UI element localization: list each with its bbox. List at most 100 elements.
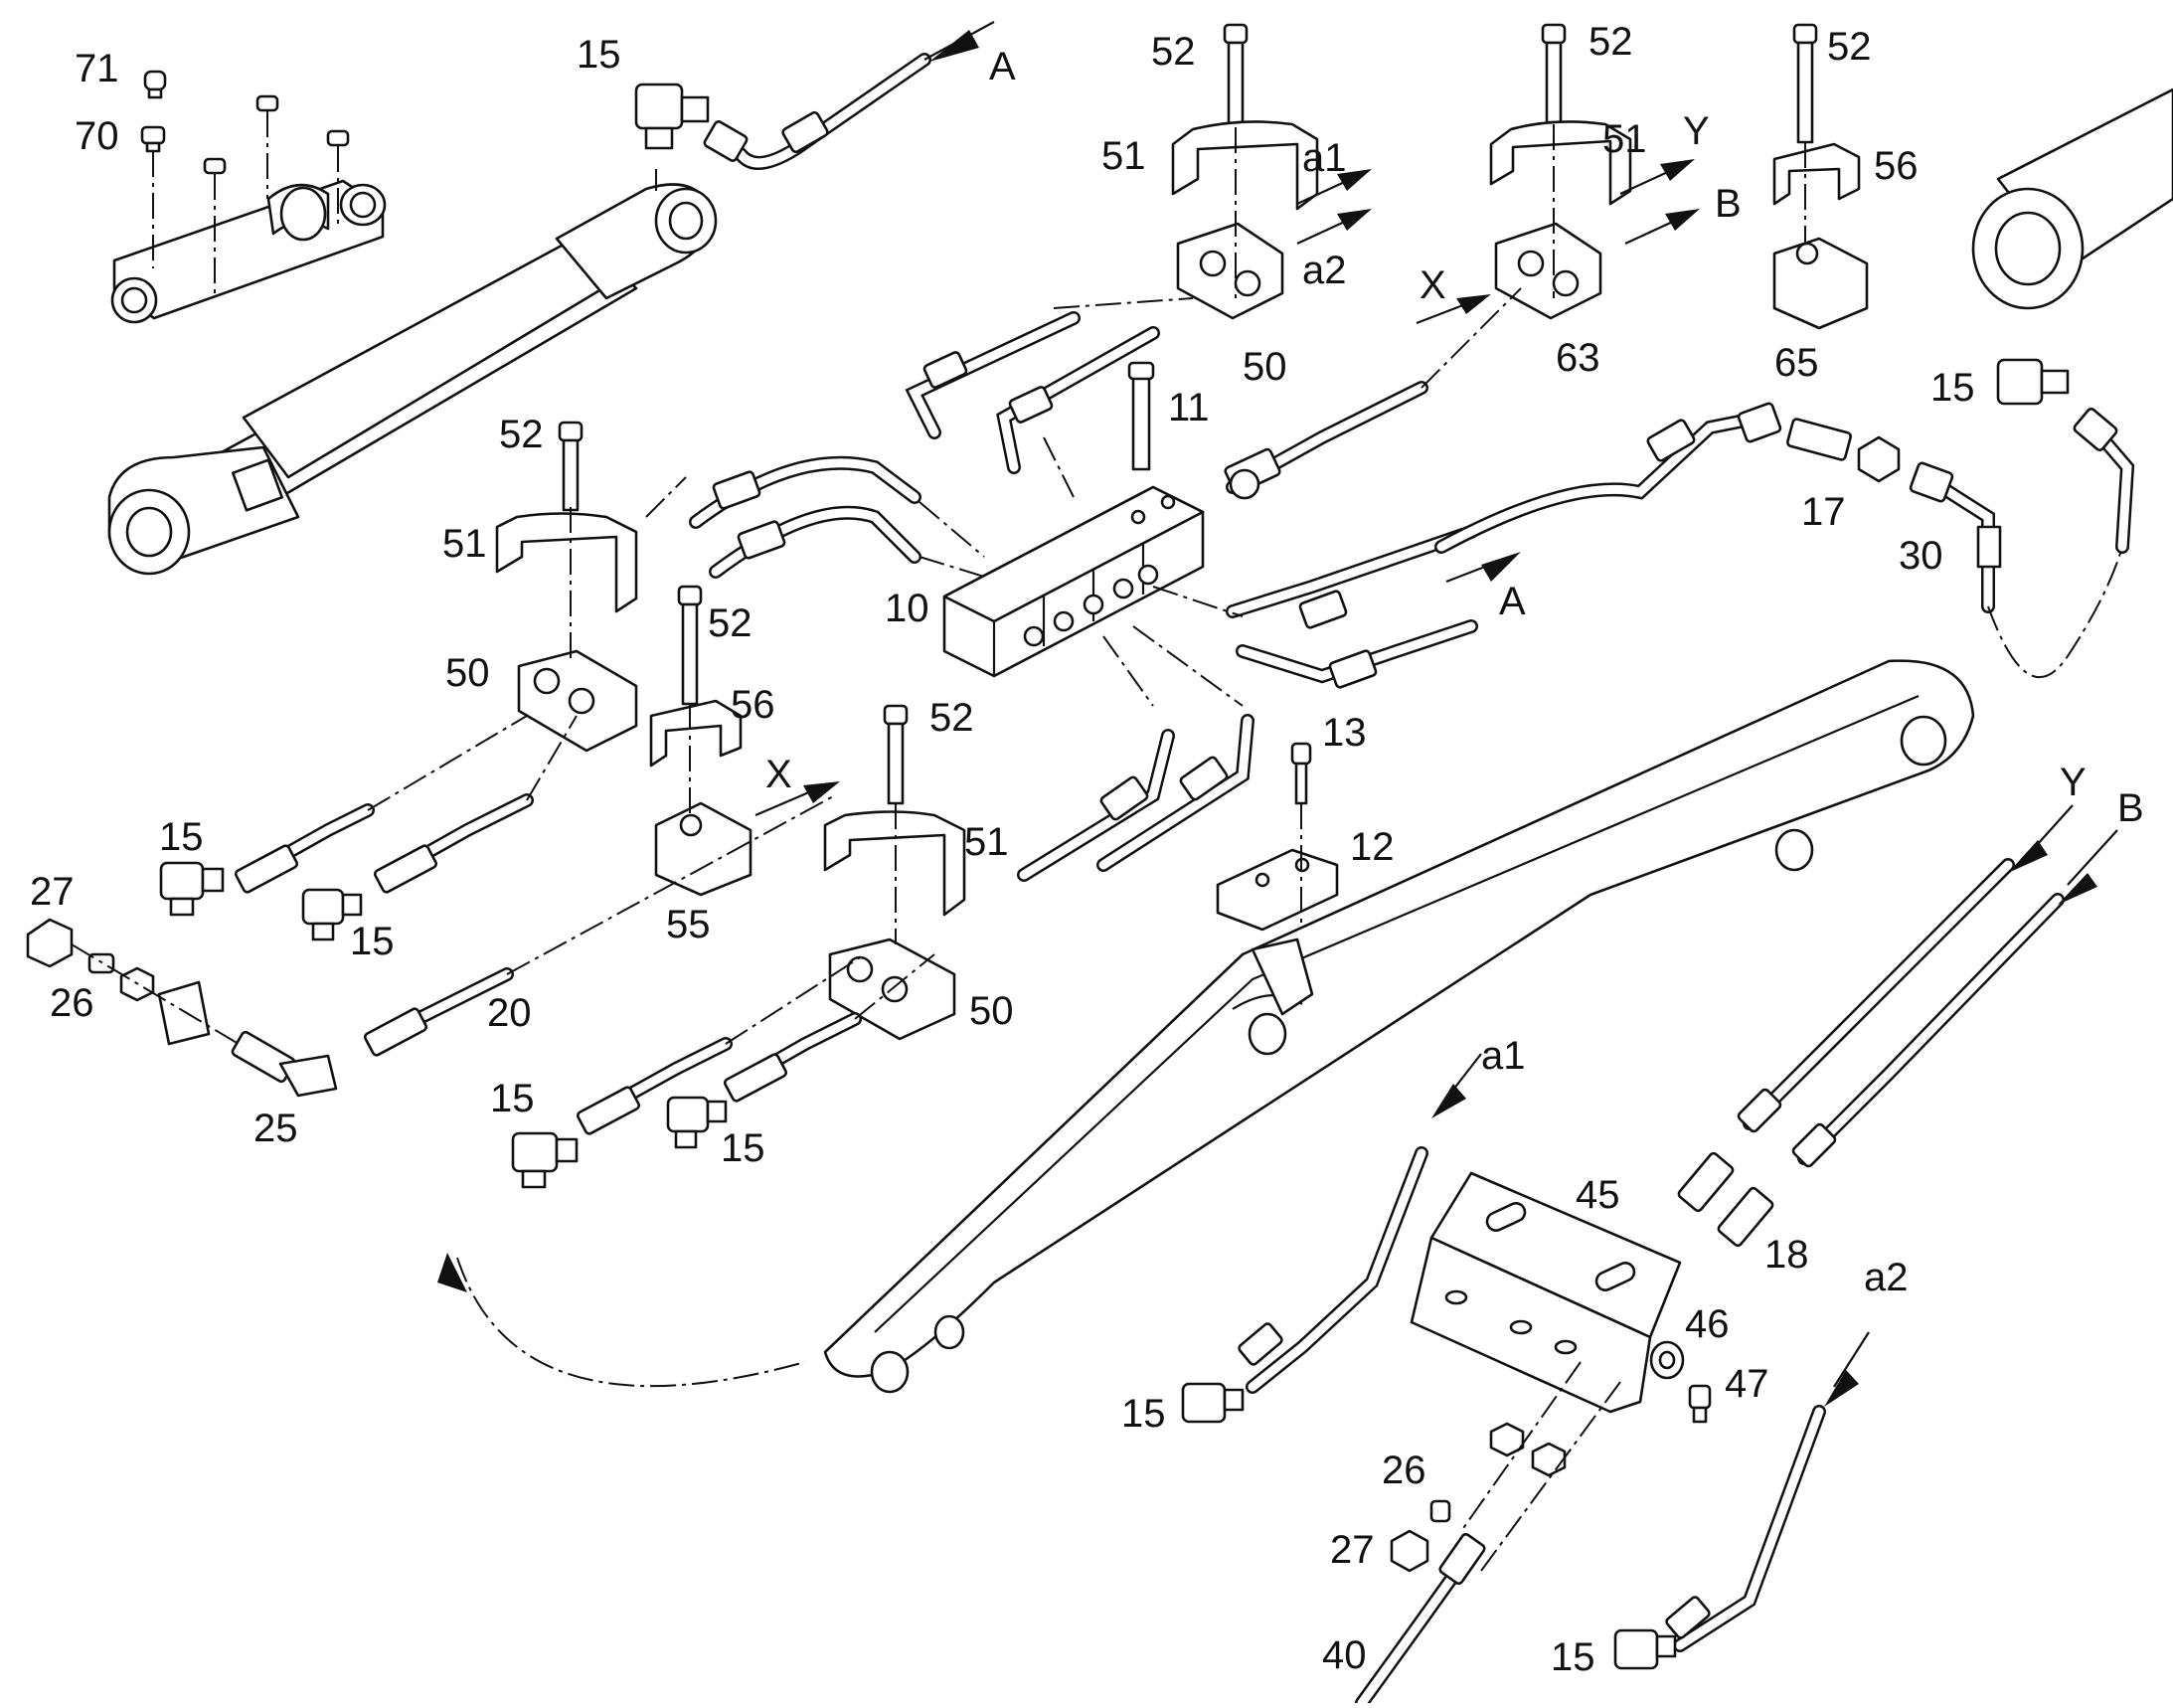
valve-hoses-right xyxy=(1152,525,1521,689)
callout-56-a: 56 xyxy=(1874,144,1919,188)
hydraulic-cylinder xyxy=(107,169,718,576)
callout-52-f: 52 xyxy=(929,696,974,740)
callout-15-low2: 15 xyxy=(1551,1635,1595,1679)
callout-17: 17 xyxy=(1801,490,1846,534)
callout-52-d: 52 xyxy=(499,413,544,456)
callout-15-l3: 15 xyxy=(490,1077,535,1120)
elbow-fitting-15-l2 xyxy=(301,888,363,941)
callout-63: 63 xyxy=(1556,336,1600,380)
callout-27-left: 27 xyxy=(30,870,75,914)
callout-70: 70 xyxy=(75,114,119,158)
callout-B-right: B xyxy=(2117,786,2144,830)
callout-20: 20 xyxy=(487,991,532,1035)
elbow-fitting-15-low1 xyxy=(1181,1382,1245,1424)
callout-27-low: 27 xyxy=(1330,1528,1375,1572)
hose-Y-right xyxy=(1743,804,2074,1130)
valve-hoses-upper xyxy=(905,297,1194,498)
clamp-group-e xyxy=(649,585,752,897)
elbow-fitting-15-l3 xyxy=(511,1131,579,1189)
fittings-26-27-40-low xyxy=(1355,1361,1621,1708)
callout-10: 10 xyxy=(885,587,929,630)
callout-11: 11 xyxy=(1168,386,1210,429)
callout-a1-low: a1 xyxy=(1481,1034,1526,1078)
hose-A-top xyxy=(703,21,995,170)
valve-hoses-down xyxy=(1017,625,1254,882)
hose-a2-low xyxy=(1665,1331,1870,1652)
clamp-group-f xyxy=(823,704,966,1041)
callout-12: 12 xyxy=(1350,825,1395,869)
elbow-fitting-15-cylinder xyxy=(634,83,710,150)
elbow-fitting-15-l4 xyxy=(666,1096,728,1149)
fittings-27-26-25 xyxy=(26,918,338,1098)
hose-B-right xyxy=(1797,829,2118,1165)
callout-a1-a: a1 xyxy=(1302,136,1347,180)
callout-47: 47 xyxy=(1725,1362,1769,1406)
callout-15-l1: 15 xyxy=(159,815,204,859)
callout-51-a: 51 xyxy=(1101,134,1146,178)
callout-15-l4: 15 xyxy=(721,1126,765,1170)
callout-a2-a: a2 xyxy=(1302,249,1347,292)
elbow-fitting-15-low2 xyxy=(1613,1628,1677,1670)
callout-15-cylinder: 15 xyxy=(577,33,621,77)
clamp-group-c xyxy=(1772,23,1869,330)
bracket-45 xyxy=(1410,1171,1682,1414)
direction-arrows xyxy=(754,159,1700,817)
washer-46-screw-47 xyxy=(1649,1340,1712,1424)
callout-13: 13 xyxy=(1322,711,1367,755)
callout-15-l2: 15 xyxy=(350,920,395,963)
elbow-fitting-15-right xyxy=(1987,358,2135,679)
callout-50-a: 50 xyxy=(1243,345,1287,389)
grease-nipple-70 xyxy=(140,125,166,153)
callout-18: 18 xyxy=(1764,1233,1809,1277)
callout-15-low1: 15 xyxy=(1121,1392,1166,1436)
hose-a1-low xyxy=(1238,1053,1482,1394)
callout-B-top: B xyxy=(1715,182,1742,226)
callout-51-b: 51 xyxy=(1602,117,1647,161)
hose-A-right xyxy=(1434,402,1782,554)
elbow-fitting-15-l1 xyxy=(159,861,225,917)
callout-Y-top: Y xyxy=(1683,109,1710,153)
callout-30: 30 xyxy=(1899,534,1943,578)
callout-25: 25 xyxy=(253,1107,298,1150)
clamp-group-a xyxy=(1171,23,1319,320)
callout-55: 55 xyxy=(666,903,711,946)
callout-Y-right: Y xyxy=(2060,761,2087,804)
callout-45: 45 xyxy=(1576,1173,1620,1217)
callout-56-b: 56 xyxy=(731,683,775,727)
callout-46: 46 xyxy=(1685,1302,1730,1346)
callout-A-top: A xyxy=(989,45,1016,88)
callout-40: 40 xyxy=(1322,1633,1367,1677)
yoke-bracket xyxy=(110,179,387,324)
callout-51-f: 51 xyxy=(964,820,1009,864)
callout-50-f: 50 xyxy=(969,989,1014,1033)
callout-A-mid: A xyxy=(1499,580,1526,623)
bolt-11 xyxy=(1127,361,1155,471)
callout-52-a: 52 xyxy=(1151,30,1196,74)
boom-end-top-right xyxy=(1971,87,2173,310)
callout-65: 65 xyxy=(1774,341,1819,385)
callout-50-d: 50 xyxy=(445,651,490,695)
fitting-17 xyxy=(1785,418,1901,483)
callout-51-d: 51 xyxy=(442,522,487,566)
callout-52-c: 52 xyxy=(1827,25,1872,69)
yoke-grease-nipples xyxy=(152,94,350,298)
hoses-left-clamps xyxy=(234,476,935,1135)
callout-26-left: 26 xyxy=(50,981,94,1025)
boom-arm xyxy=(437,659,1975,1394)
hose-X-mid xyxy=(1224,287,1522,500)
valve-block-10 xyxy=(942,485,1205,678)
callout-26-low: 26 xyxy=(1382,1449,1426,1492)
cap-71 xyxy=(143,70,167,99)
callout-15-right: 15 xyxy=(1930,366,1975,410)
callout-52-e: 52 xyxy=(708,601,752,645)
elbow-30 xyxy=(1909,461,2002,613)
fittings-18 xyxy=(1677,1088,1837,1248)
callout-X-top: X xyxy=(1420,263,1446,307)
callout-a2-low: a2 xyxy=(1864,1256,1909,1299)
callout-71: 71 xyxy=(75,47,119,90)
valve-hoses-left xyxy=(689,455,985,579)
clamp-group-b xyxy=(1489,23,1632,320)
callout-52-b: 52 xyxy=(1588,20,1633,64)
